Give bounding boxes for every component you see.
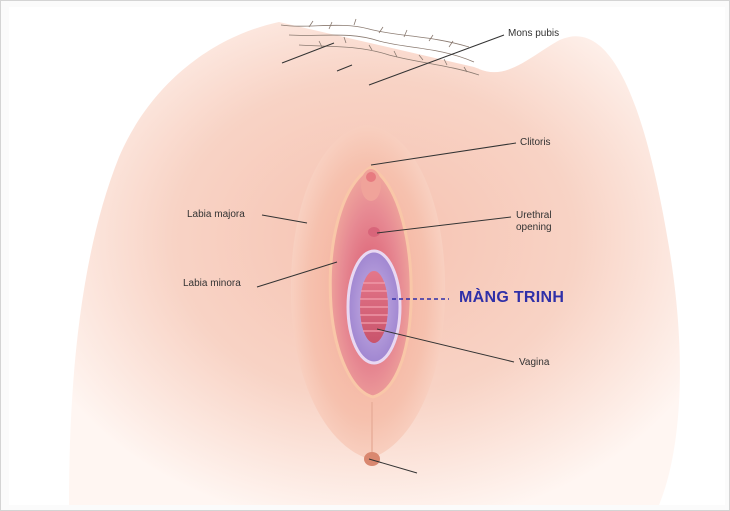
vaginal-folds — [360, 282, 388, 332]
label-labia-majora: Labia majora — [187, 209, 245, 220]
label-vagina: Vagina — [519, 357, 550, 368]
label-clitoris: Clitoris — [520, 137, 551, 148]
anatomy-illustration — [69, 7, 725, 505]
label-mons-pubis: Mons pubis — [508, 28, 560, 39]
label-hymen-highlight: MÀNG TRINH — [459, 289, 565, 306]
diagram-canvas: Mons pubis Clitoris Labia majora Urethra… — [9, 7, 725, 505]
label-labia-minora: Labia minora — [183, 278, 241, 289]
anus — [364, 452, 380, 466]
label-urethral-opening: Urethral opening — [516, 210, 552, 233]
leader-lines — [256, 34, 517, 474]
